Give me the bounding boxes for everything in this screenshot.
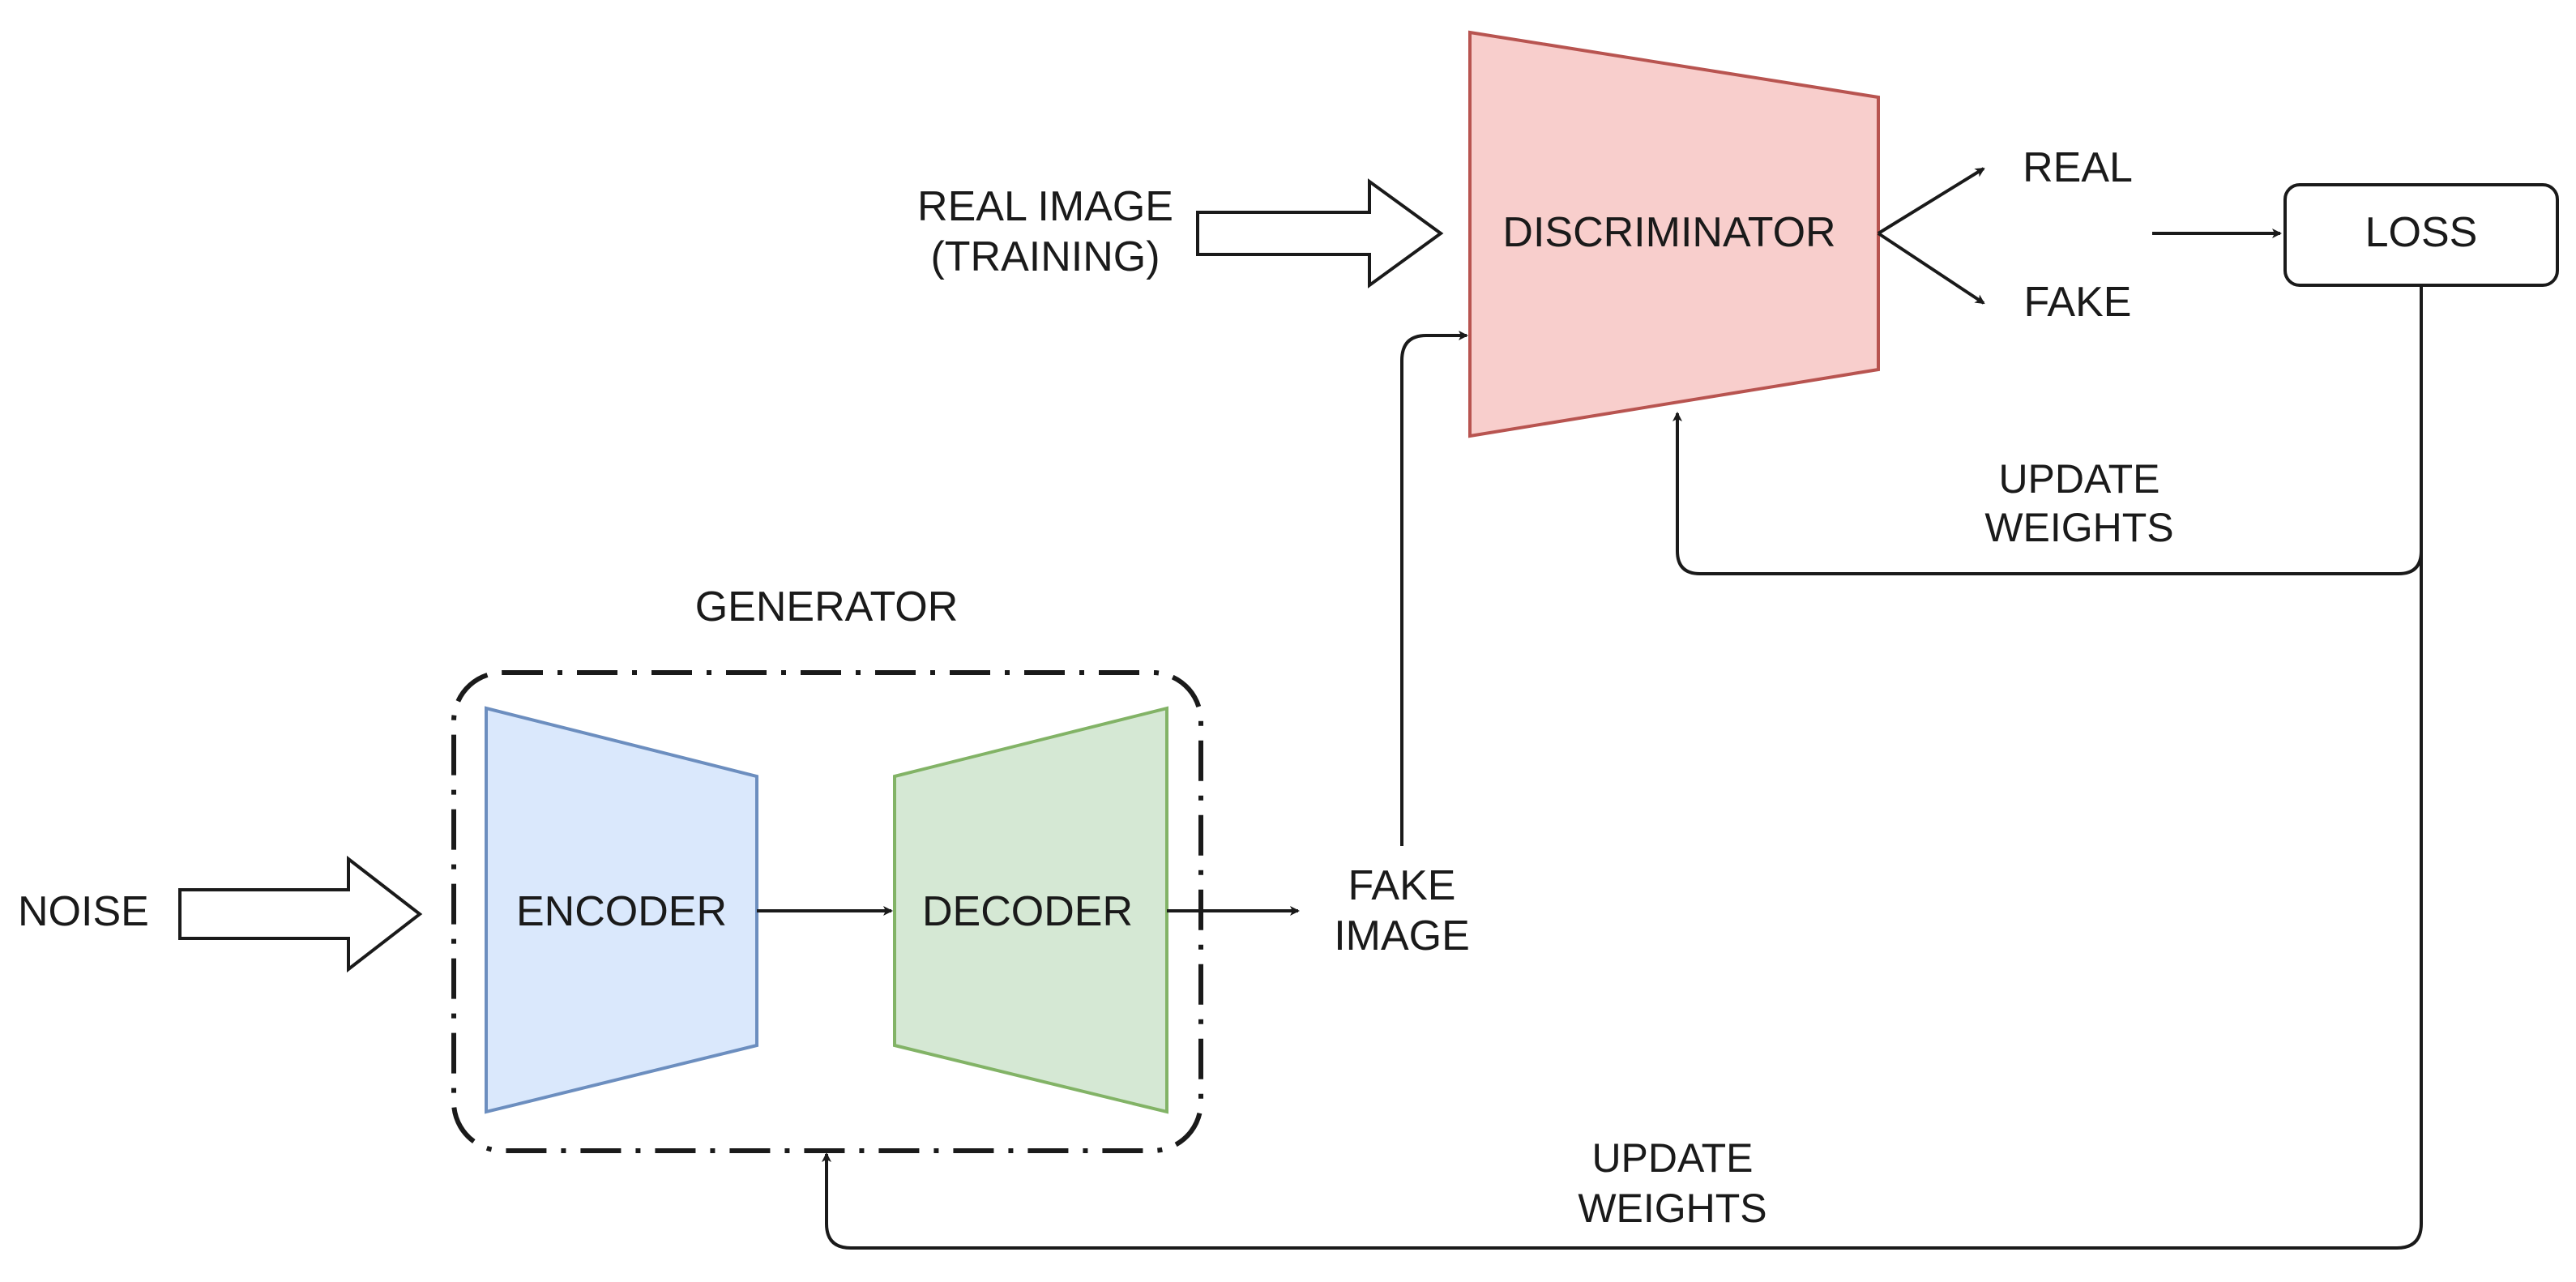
loss-label: LOSS <box>2365 209 2478 256</box>
decoder-label: DECODER <box>922 888 1133 935</box>
fake-image-to-discriminator-arrow <box>1400 331 1468 846</box>
fake-image-label: FAKE <box>1348 862 1456 909</box>
noise-label: NOISE <box>18 888 149 935</box>
update-weights-generator-arrow <box>822 1152 2423 1250</box>
discriminator-block <box>1468 30 1880 438</box>
encoder-label: ENCODER <box>516 888 727 935</box>
generator-label: GENERATOR <box>695 583 959 630</box>
real-output-label: REAL <box>2023 144 2133 191</box>
update-weights-discriminator-arrow <box>1672 412 2423 575</box>
discriminator-to-real-arrow <box>1877 167 1985 235</box>
fake-output-label: FAKE <box>2024 279 2132 326</box>
real-image-label: REAL IMAGE <box>917 183 1173 230</box>
fake-image-label-line2: IMAGE <box>1334 912 1470 959</box>
decoder-block <box>893 706 1168 1114</box>
discriminator-label: DISCRIMINATOR <box>1502 209 1835 256</box>
noise-input-arrow <box>178 855 423 973</box>
real-image-label-line2: (TRAINING) <box>930 233 1160 280</box>
update-weights-generator-label-line2: WEIGHTS <box>1578 1186 1766 1231</box>
update-weights-discriminator-label-line2: WEIGHTS <box>1984 505 2173 550</box>
real-image-input-arrow <box>1196 178 1444 288</box>
discriminator-to-fake-arrow <box>1877 232 1985 305</box>
update-weights-discriminator-label: UPDATE <box>1998 456 2159 502</box>
encoder-block <box>485 706 758 1114</box>
update-weights-generator-label: UPDATE <box>1591 1135 1753 1181</box>
